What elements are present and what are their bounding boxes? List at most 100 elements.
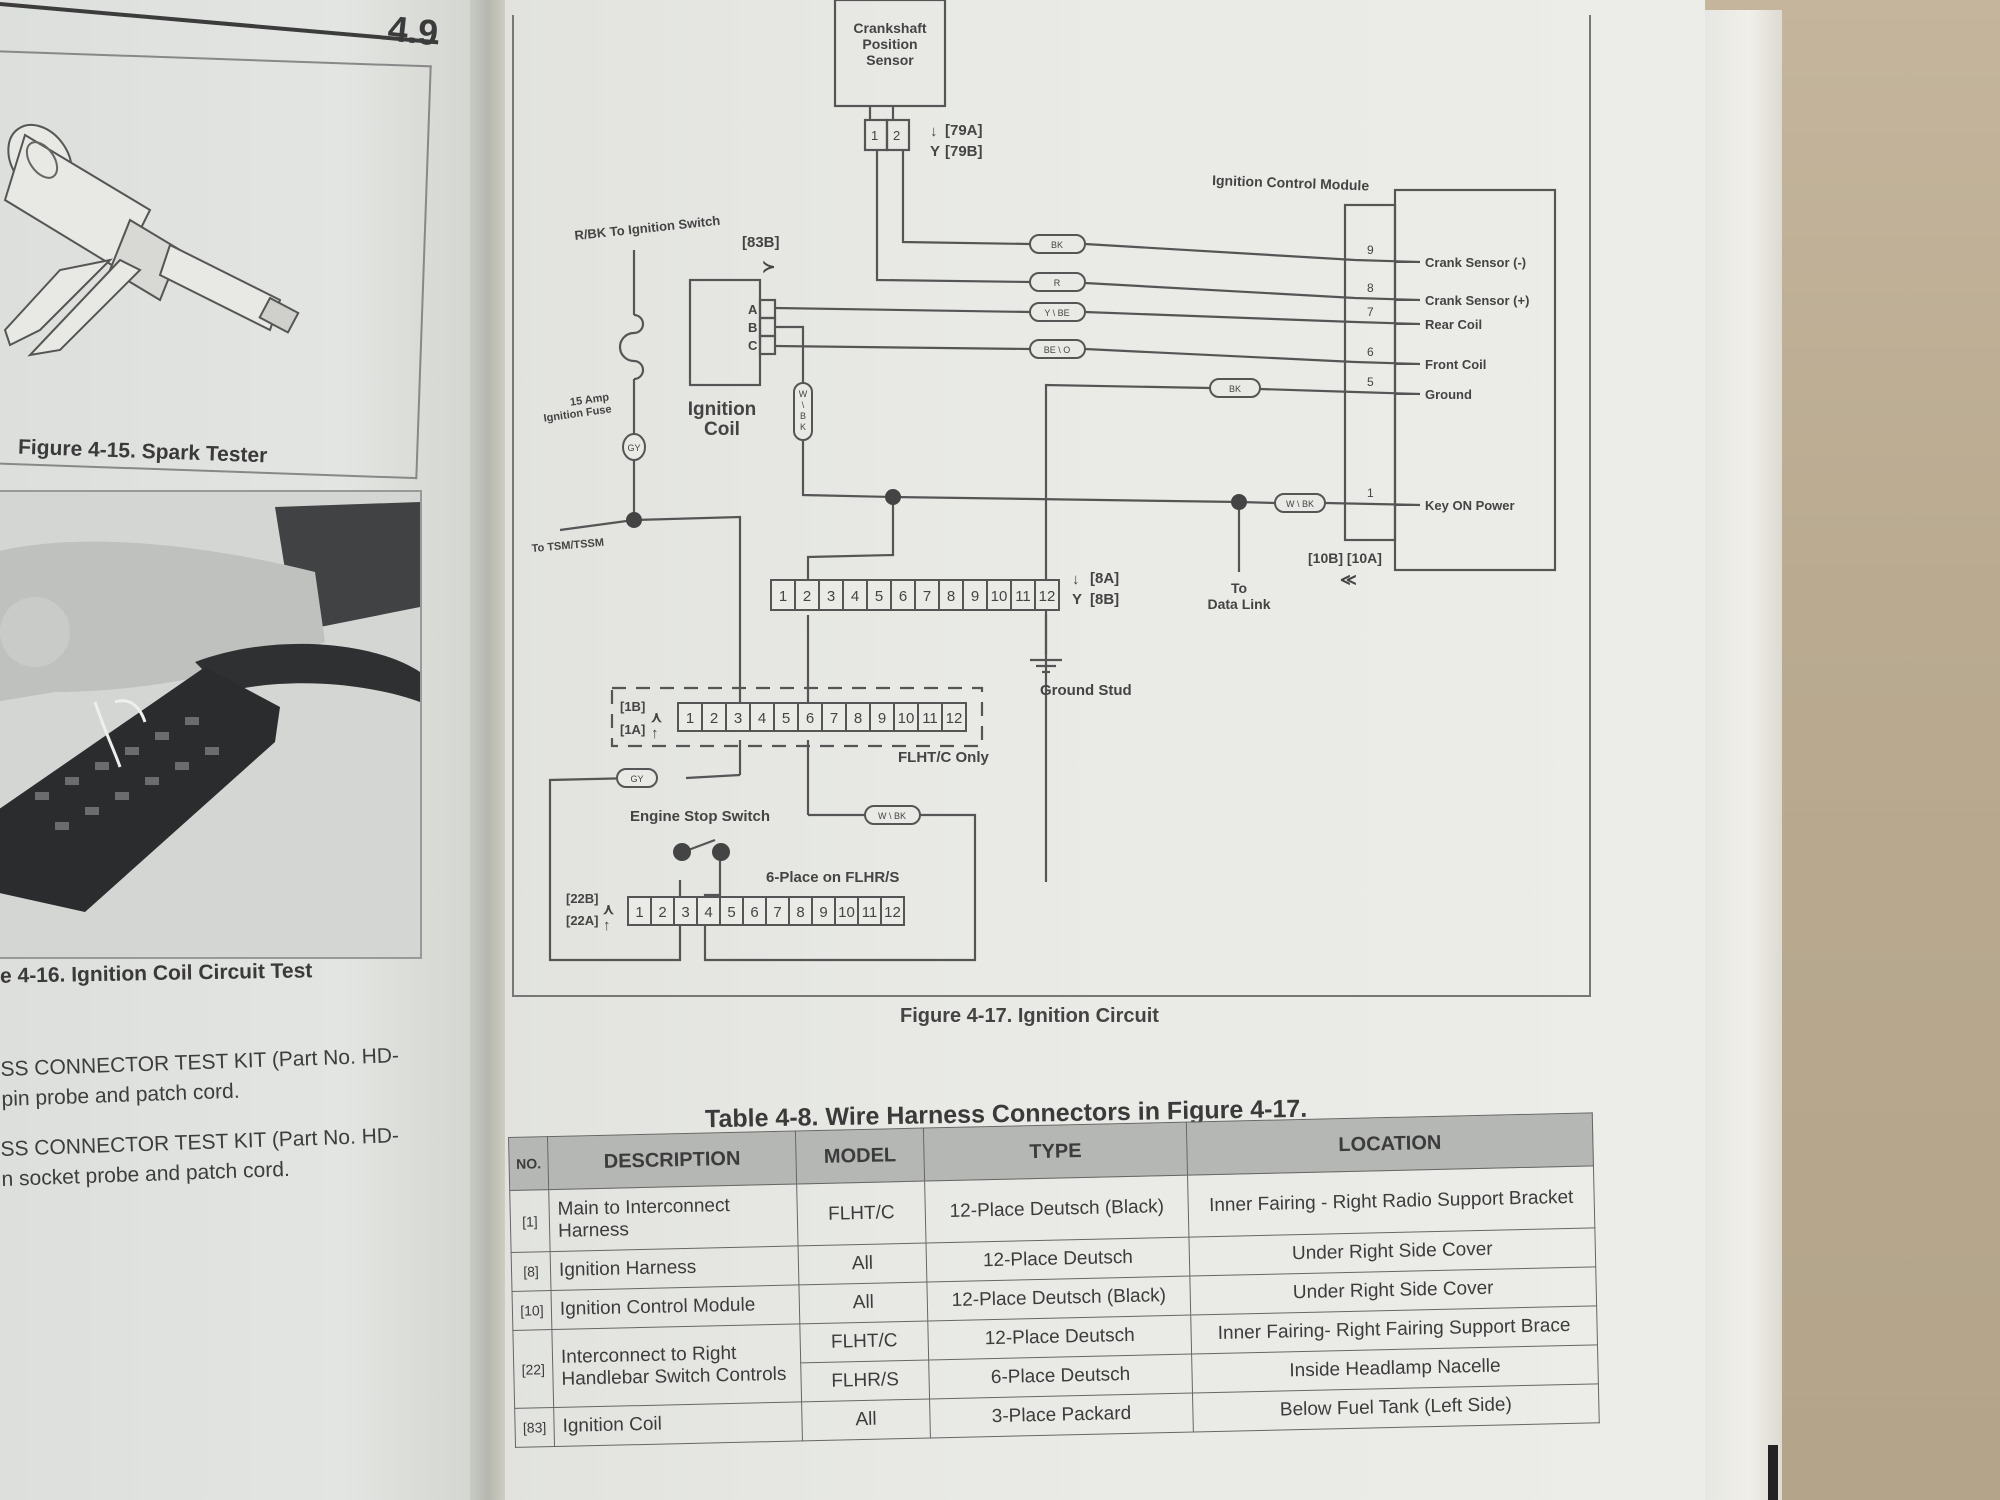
coil-pin-b: B — [748, 320, 757, 335]
connector-1-pin-box — [701, 702, 727, 732]
connector-8-pin-number: 2 — [803, 588, 811, 605]
connector-8-pin-box — [818, 579, 844, 611]
connector-8-pin-number: 5 — [875, 588, 883, 605]
connector-22-pin-number: 5 — [727, 904, 735, 921]
cell-type: 12-Place Deutsch — [927, 1315, 1192, 1361]
wire-harness-table: NO. DESCRIPTION MODEL TYPE LOCATION [1] … — [508, 1112, 1600, 1448]
connector-8-pin-number: 12 — [1039, 588, 1056, 605]
connector-22-pin-number: 12 — [884, 904, 901, 921]
header-description: DESCRIPTION — [547, 1130, 797, 1190]
cell-type: 12-Place Deutsch — [926, 1237, 1190, 1283]
connector-1-pin-number: 5 — [782, 710, 790, 727]
connector-22-pin-number: 3 — [681, 904, 689, 921]
cell-type: 6-Place Deutsch — [928, 1354, 1193, 1400]
junction-dot — [885, 489, 901, 505]
cell-no: [8] — [511, 1251, 551, 1292]
socket-fork-icon: Y — [1072, 591, 1082, 608]
pin-arrow-icon: ⋏ — [602, 901, 615, 918]
connector-1-pin-box — [845, 702, 871, 732]
connector-22-pin-number: 7 — [773, 904, 781, 921]
connector-1-pin-number: 10 — [898, 710, 915, 727]
figure-16-photo — [0, 490, 422, 959]
connector-22-pin-number: 1 — [635, 904, 643, 921]
connector-1-pin-number: 4 — [758, 710, 766, 727]
icm-pin-label: Front Coil — [1425, 357, 1486, 372]
fuse-wire-gy: GY — [627, 443, 640, 453]
connector-1-pin-number: 9 — [878, 710, 886, 727]
connector-1-pin-number: 1 — [686, 710, 694, 727]
icm-pin-label: Crank Sensor (-) — [1425, 255, 1526, 270]
socket-fork-icon: Y — [930, 143, 940, 160]
connector-1-pin-number: 8 — [854, 710, 862, 727]
connector-8-pin-box — [842, 579, 868, 611]
crank-sensor-label-1: Crankshaft — [853, 20, 926, 36]
connector-8b: [8B] — [1090, 591, 1119, 608]
cell-type: 12-Place Deutsch (Black) — [924, 1175, 1189, 1244]
wire-pill-w-bk-lower — [864, 805, 921, 825]
six-place-note: 6-Place on FLHR/S — [766, 869, 899, 886]
connector-1-pin-number: 3 — [734, 710, 742, 727]
connector-1-pin-box — [749, 702, 775, 732]
connector-1-pin-box — [797, 702, 823, 732]
connector-83b: [83B] — [742, 234, 780, 251]
coil-label-1: Ignition — [688, 399, 757, 420]
cell-type: 12-Place Deutsch (Black) — [926, 1276, 1191, 1322]
page-stack-edge — [1700, 10, 1782, 1500]
crank-sensor-label-3: Sensor — [866, 52, 914, 68]
paragraph-2: SS CONNECTOR TEST KIT (Part No. HD- n so… — [0, 1121, 401, 1195]
wire-label-gy: GY — [630, 774, 643, 784]
connector-22-pin-number: 10 — [838, 904, 855, 921]
cell-no: [83] — [514, 1407, 555, 1448]
connector-1-pin-number: 2 — [710, 710, 718, 727]
connector-22-pin-number: 8 — [796, 904, 804, 921]
cell-model: All — [798, 1282, 928, 1324]
header-model: MODEL — [795, 1128, 925, 1184]
connector-8-pin-box — [1034, 579, 1060, 611]
connector-22-pin-number: 6 — [750, 904, 758, 921]
cell-model: FLHR/S — [800, 1360, 930, 1402]
coil-pin-c: C — [748, 338, 758, 353]
vert-wire-char: \ — [802, 400, 805, 410]
wire-label: BE \ O — [1044, 345, 1071, 355]
connector-8-pin-box — [914, 579, 940, 611]
wire-label: BK — [1229, 384, 1241, 394]
icm-pin-number: 1 — [1367, 486, 1374, 500]
connector-8-pin-number: 6 — [899, 588, 907, 605]
flhtc-dashed-box — [610, 686, 984, 748]
crank-pin-2: 2 — [893, 128, 900, 143]
icm-pin-label: Ground — [1425, 387, 1472, 402]
figure-17-caption: Figure 4-17. Ignition Circuit — [900, 1005, 1159, 1027]
connector-8-pin-box — [866, 579, 892, 611]
wire-pill-w-bk-vertical — [793, 382, 813, 441]
connector-22-pin-number: 9 — [819, 904, 827, 921]
cell-description: Ignition Coil — [553, 1401, 803, 1447]
data-link-label-1: To — [1231, 580, 1247, 596]
wire-label: Y \ BE — [1044, 308, 1069, 318]
junction-dot — [626, 512, 642, 528]
wire-pill-w-bk — [1274, 493, 1326, 513]
flhtc-only-label: FLHT/C Only — [898, 749, 989, 766]
data-link-label-2: Data Link — [1207, 596, 1270, 612]
icm-pin-label: Rear Coil — [1425, 317, 1482, 332]
cell-no: [10] — [512, 1290, 552, 1331]
paragraph-1: SS CONNECTOR TEST KIT (Part No. HD- pin … — [0, 1041, 401, 1115]
arrow-down-icon: ↓ — [930, 123, 938, 140]
crank-sensor-box — [833, 0, 947, 108]
wire-label: R — [1054, 278, 1061, 288]
coil-label-2: Coil — [704, 419, 740, 440]
wire-pill-gy — [616, 768, 658, 788]
connector-8-pin-number: 9 — [971, 588, 979, 605]
cell-no: [22] — [512, 1329, 554, 1409]
connector-1b: [1B] — [620, 699, 645, 714]
switch-contact — [712, 843, 730, 861]
vert-wire-char: K — [800, 422, 806, 432]
cell-no: [1] — [509, 1189, 551, 1253]
cell-description: Ignition Control Module — [550, 1284, 800, 1330]
header-no: NO. — [508, 1136, 549, 1191]
connector-1-pin-box — [821, 702, 847, 732]
connector-8-pin-number: 3 — [827, 588, 835, 605]
cell-type: 3-Place Packard — [929, 1393, 1194, 1438]
